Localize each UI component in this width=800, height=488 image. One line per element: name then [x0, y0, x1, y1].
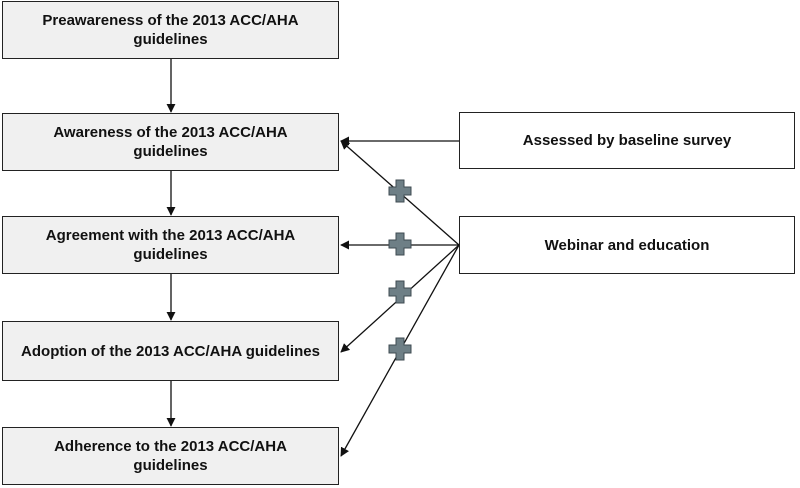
- stage-label: Adoption of the 2013 ACC/AHA guidelines: [21, 342, 320, 360]
- plus-icon: [388, 280, 412, 304]
- stage-awareness: Awareness of the 2013 ACC/AHA guidelines: [2, 113, 339, 171]
- stage-label: Adherence to the 2013 ACC/AHA guidelines: [54, 438, 287, 474]
- side-box-label: Assessed by baseline survey: [522, 132, 732, 149]
- stage-label: Preawareness of the 2013 ACC/AHA guideli…: [42, 12, 299, 48]
- box-webinar: Webinar and education: [459, 216, 795, 274]
- side-box-label: Webinar and education: [544, 236, 710, 254]
- stage-adherence: Adherence to the 2013 ACC/AHA guidelines: [2, 427, 339, 485]
- plus-icon: [388, 337, 412, 361]
- stage-label: Agreement with the 2013 ACC/AHA guidelin…: [45, 227, 296, 263]
- stage-preawareness: Preawareness of the 2013 ACC/AHA guideli…: [2, 1, 339, 59]
- plus-icon: [388, 179, 412, 203]
- box-baseline-survey: Assessed by baseline survey: [459, 112, 795, 169]
- stage-agreement: Agreement with the 2013 ACC/AHA guidelin…: [2, 216, 339, 274]
- plus-icon: [388, 232, 412, 256]
- stage-label: Awareness of the 2013 ACC/AHA guidelines: [53, 124, 288, 160]
- stage-adoption: Adoption of the 2013 ACC/AHA guidelines: [2, 321, 339, 381]
